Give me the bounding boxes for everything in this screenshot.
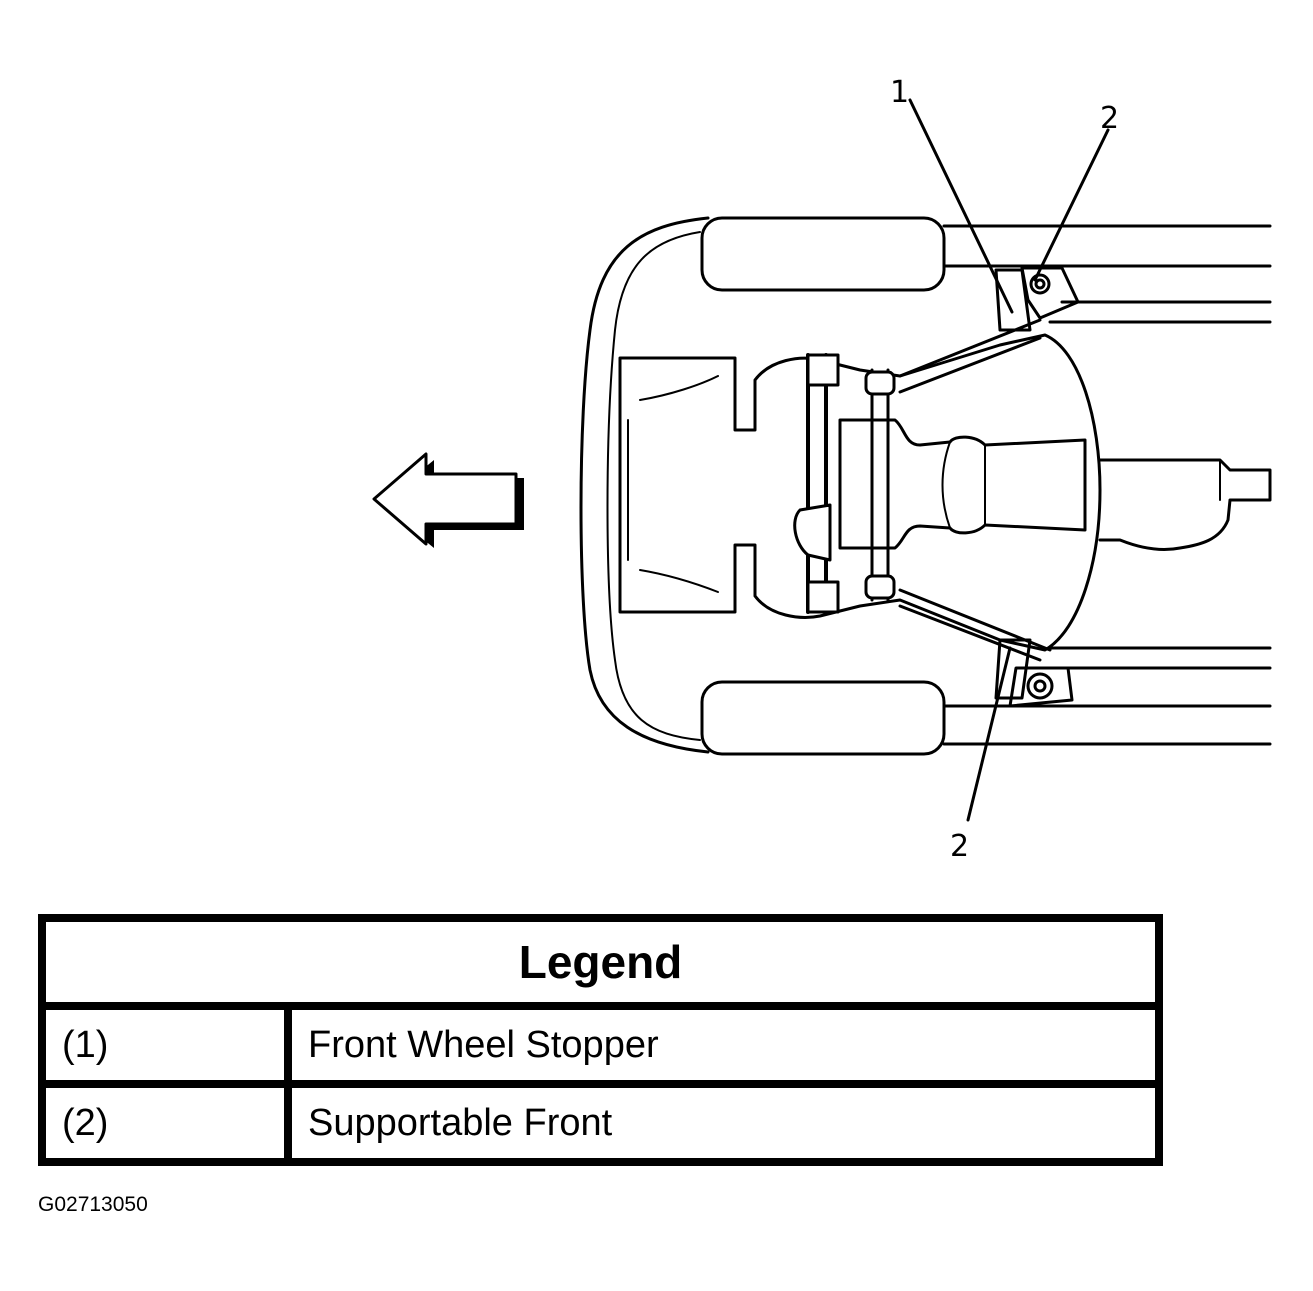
vehicle-underside-diagram: 1 2 2 <box>372 75 1272 864</box>
table-row: (2) Supportable Front <box>42 1084 1159 1162</box>
legend-number: (1) <box>42 1006 292 1088</box>
callout-1: 1 <box>890 75 909 110</box>
front-tire-upper <box>700 216 946 292</box>
engine-block <box>838 418 1087 550</box>
callout-2-upper: 2 <box>1100 101 1119 136</box>
left-arrow-icon <box>372 452 524 548</box>
legend-number: (2) <box>42 1084 292 1162</box>
figure-id: G02713050 <box>38 1193 148 1216</box>
legend-title: Legend <box>42 918 1159 1010</box>
supportable-front-upper <box>1020 266 1080 320</box>
legend-table: Legend (1) Front Wheel Stopper (2) Suppo… <box>38 914 1163 1166</box>
legend-description: Supportable Front <box>308 1101 613 1144</box>
front-wheel-stopper-upper <box>994 268 1032 332</box>
callout-2-lower: 2 <box>950 829 969 864</box>
body-outline <box>579 216 710 754</box>
legend-description: Front Wheel Stopper <box>288 1006 1159 1088</box>
transmission <box>1098 458 1272 552</box>
table-row: (1) Front Wheel Stopper <box>42 1006 1159 1088</box>
front-tire-lower <box>700 680 946 756</box>
front-wheel-stopper-lower <box>994 638 1032 700</box>
frame-rails <box>942 224 1272 746</box>
front-subframe <box>618 333 1102 652</box>
supportable-front-lower <box>1008 666 1074 708</box>
